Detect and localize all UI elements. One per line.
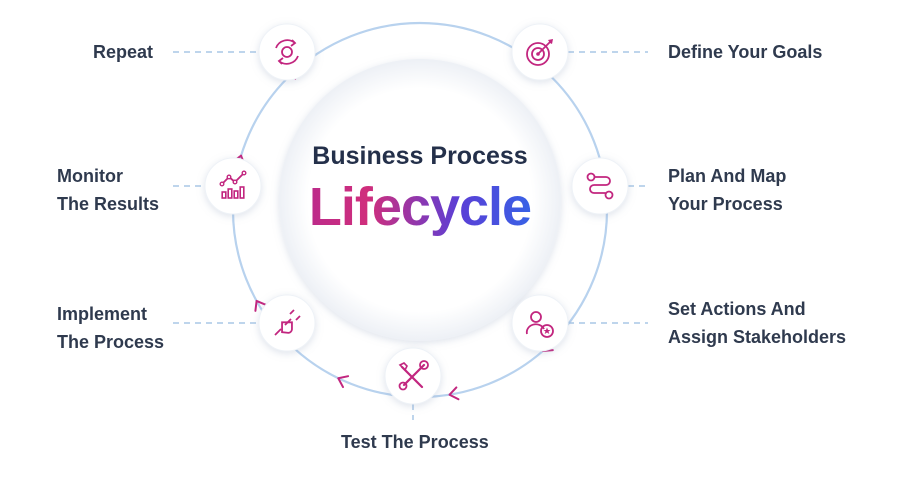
step-node	[511, 294, 569, 352]
step-node-circle	[204, 157, 262, 215]
refresh-gear-icon	[275, 39, 299, 65]
step-label-set-actions: Set Actions And Assign Stakeholders	[668, 295, 846, 351]
step-node-circle	[511, 294, 569, 352]
wrench-screwdriver-icon	[398, 360, 429, 391]
step-node-circle	[258, 23, 316, 81]
flow-arrow	[448, 386, 460, 401]
step-label-line: Test The Process	[341, 432, 489, 452]
step-label-line: The Process	[57, 332, 165, 352]
step-label-line: Repeat	[93, 42, 154, 62]
step-label-test: Test The Process	[341, 428, 489, 456]
center-disc	[279, 59, 561, 341]
step-label-plan-map: Plan And Map Your Process	[668, 162, 786, 218]
step-label-line: Monitor	[57, 166, 123, 186]
step-node	[571, 157, 629, 215]
chevron-right-icon	[448, 386, 460, 401]
diagram-subtitle: Business Process	[312, 142, 528, 170]
flow-arrow	[254, 299, 267, 312]
user-star-icon	[525, 311, 554, 338]
step-label-define-goals: Define Your Goals	[668, 38, 822, 66]
step-label-line: Define Your Goals	[668, 42, 823, 62]
step-node-circle	[571, 157, 629, 215]
step-label-implement: Implement The Process	[57, 300, 164, 356]
step-node	[511, 23, 569, 81]
step-label-line: Implement	[57, 304, 148, 324]
step-label-line: Your Process	[668, 194, 783, 214]
step-node	[384, 347, 442, 405]
step-node	[258, 23, 316, 81]
step-node	[204, 157, 262, 215]
target-icon	[526, 39, 553, 66]
step-label-monitor: Monitor The Results	[57, 162, 159, 218]
chart-icon	[219, 170, 247, 199]
route-map-icon	[586, 172, 614, 200]
diagram-title: Lifecycle	[290, 176, 550, 238]
step-label-line: Assign Stakeholders	[668, 327, 847, 347]
step-label-repeat: Repeat	[93, 38, 153, 66]
step-label-line: Set Actions And	[668, 299, 806, 319]
plug-icon	[274, 309, 301, 336]
flow-arrow	[337, 375, 350, 389]
chevron-right-icon	[254, 299, 267, 312]
step-label-line: The Results	[57, 194, 160, 214]
step-label-line: Plan And Map	[668, 166, 787, 186]
step-node	[258, 294, 316, 352]
chevron-right-icon	[337, 375, 350, 389]
